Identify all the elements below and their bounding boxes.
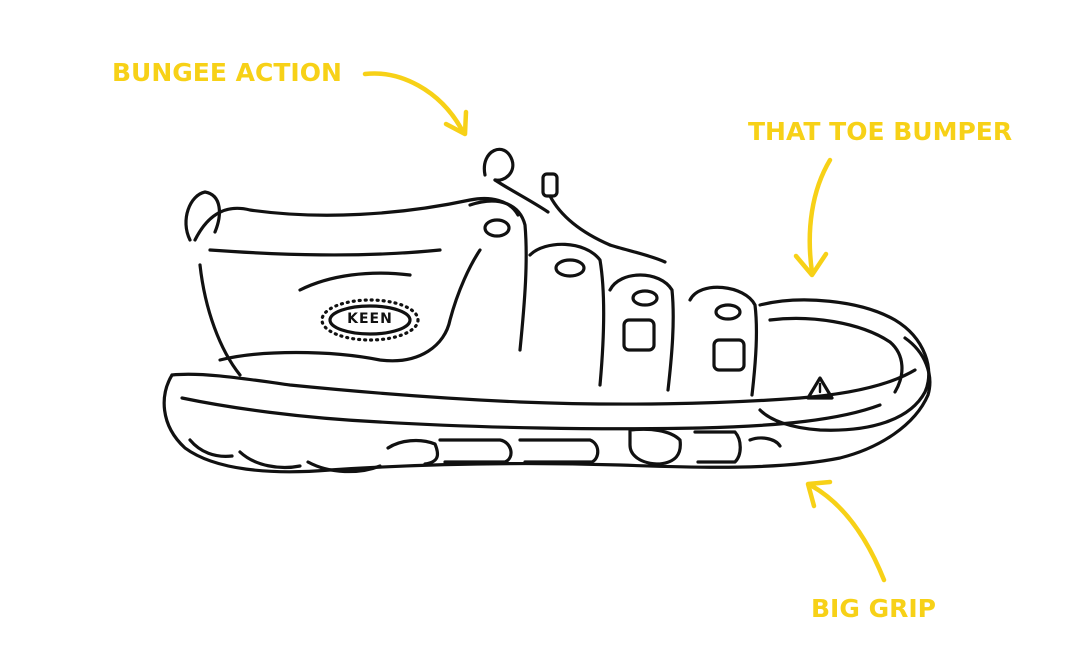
strap-4 xyxy=(688,285,759,397)
arrow-bungee xyxy=(362,71,469,137)
heel-strap xyxy=(193,196,520,242)
triangle-logo-icon xyxy=(806,376,834,400)
strap-3 xyxy=(608,273,675,392)
annotation-bungee: BUNGEE ACTION xyxy=(112,58,342,87)
bungee-loop xyxy=(482,147,515,182)
toe-bumper xyxy=(758,298,931,432)
annotation-toe-bumper: THAT TOE BUMPER xyxy=(748,117,1013,146)
tread-lugs xyxy=(188,427,782,474)
side-panel xyxy=(218,248,482,363)
annotation-big-grip: BIG GRIP xyxy=(811,594,936,623)
keen-logo-oval xyxy=(328,304,412,336)
heel-tab xyxy=(184,190,221,242)
midsole xyxy=(170,368,917,406)
strap-1 xyxy=(468,199,528,352)
midsole-inner xyxy=(180,396,882,431)
arrow-toe xyxy=(793,157,833,278)
strap-2 xyxy=(528,242,606,387)
cord-lock xyxy=(541,172,559,198)
outsole xyxy=(162,336,932,474)
heel-strap-lower xyxy=(198,263,242,377)
arrow-grip xyxy=(805,479,887,583)
keen-logo-text: KEEN xyxy=(347,311,393,327)
